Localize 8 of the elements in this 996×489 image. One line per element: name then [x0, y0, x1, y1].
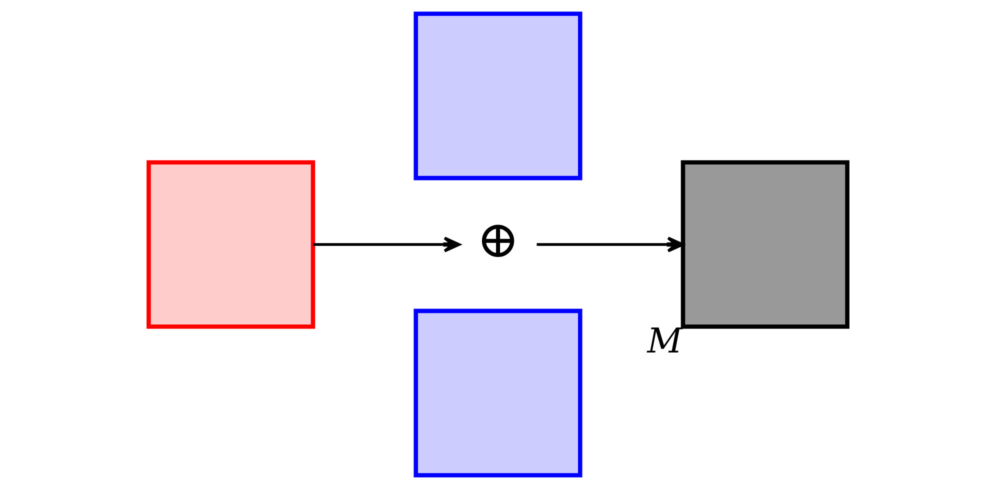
node-box — [414, 308, 582, 478]
node-text: ⊕ — [476, 210, 520, 270]
arrow — [536, 236, 684, 252]
node-label: M — [647, 322, 682, 362]
node-box — [146, 160, 316, 329]
arrow — [313, 236, 460, 252]
node-box — [680, 160, 850, 329]
node-box — [414, 12, 582, 180]
